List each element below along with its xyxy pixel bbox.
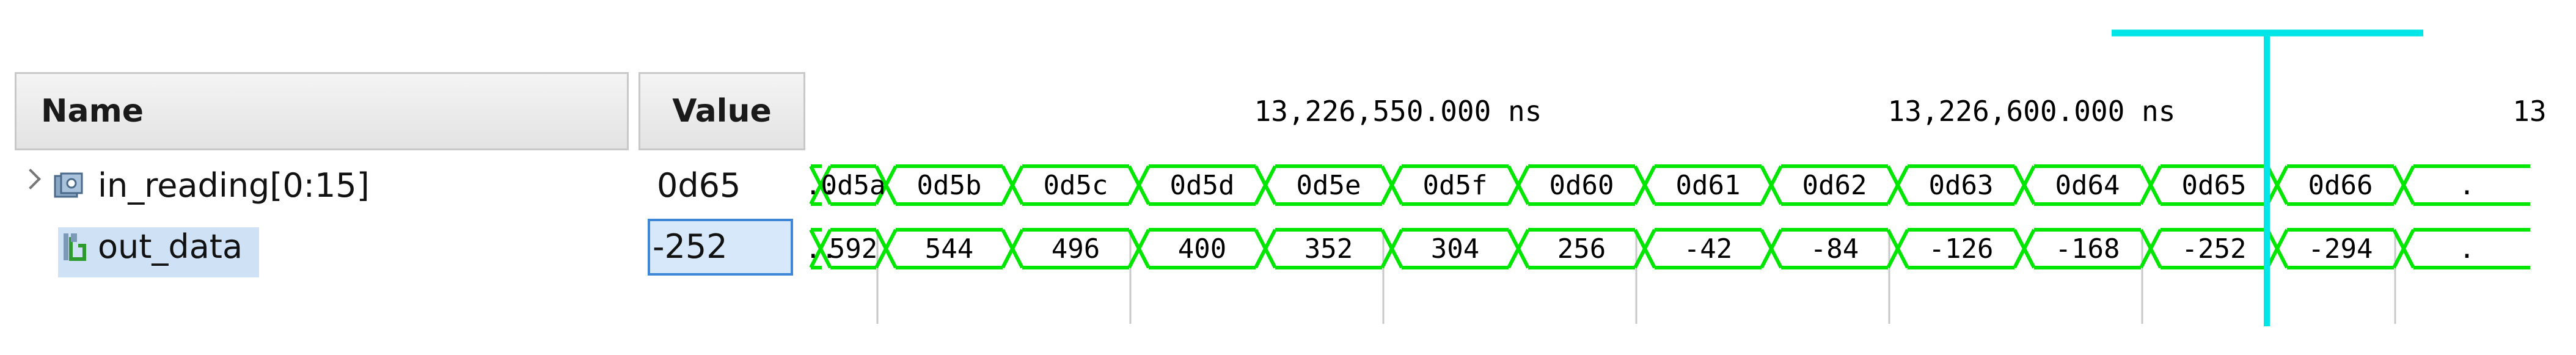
segment-value: 0d5a (821, 170, 886, 201)
segment-value: .. (805, 170, 838, 201)
segment-value: -252 (2182, 233, 2247, 265)
segment-value: -126 (1929, 233, 1994, 265)
bus-transition (1507, 165, 1530, 205)
signal-value-out-data[interactable]: -252 (653, 227, 728, 266)
segment-value: 0d63 (1929, 170, 1994, 201)
segment-value: 496 (1052, 233, 1100, 265)
bus-transition (1886, 229, 1909, 269)
segment-value: 0d60 (1550, 170, 1614, 201)
segment-value: 0d64 (2055, 170, 2120, 201)
time-label: 13,226,600.000 ns (1888, 95, 2176, 128)
segment-value: 544 (925, 233, 973, 265)
segment-value: 256 (1557, 233, 1606, 265)
time-label: 13 (2512, 95, 2546, 128)
bus-transition (809, 229, 832, 269)
bus-transition (1380, 165, 1403, 205)
bus-transition (2392, 229, 2415, 269)
signal-value-in-reading: 0d65 (657, 166, 741, 205)
bus-transition (1633, 229, 1656, 269)
bus-transition (1254, 229, 1277, 269)
bus-transition (1633, 165, 1656, 205)
bus-transition (1886, 165, 1909, 205)
bus-transition (2266, 165, 2289, 205)
segment-value: 0d62 (1802, 170, 1867, 201)
segment-value: . (2459, 170, 2475, 201)
segment-value: 0d5e (1297, 170, 1361, 201)
segment-value: . (2459, 233, 2475, 265)
bus-transition (1127, 229, 1151, 269)
segment-value: -42 (1684, 233, 1732, 265)
bus-transition (2139, 229, 2162, 269)
bus-transition (1001, 229, 1024, 269)
segment-value: 0d5b (917, 170, 982, 201)
segment-value: 0d5d (1170, 170, 1235, 201)
bus-transition (809, 165, 832, 205)
segment-value: 0d61 (1676, 170, 1741, 201)
bus-transition (1760, 165, 1783, 205)
bus-transition (2266, 229, 2289, 269)
signal-name-out-data[interactable]: out_data (98, 227, 243, 266)
segment-value: 400 (1178, 233, 1226, 265)
segment-value: -168 (2055, 233, 2120, 265)
bus-transition (1760, 229, 1783, 269)
segment-value: 0d5c (1044, 170, 1108, 201)
name-header-label: Name (41, 93, 144, 130)
bus-transition (874, 229, 898, 269)
segment-value: .. (805, 233, 838, 265)
bus-transition (2013, 165, 2036, 205)
selected-row-highlight (58, 227, 259, 277)
value-column-header[interactable]: Value (639, 72, 805, 150)
bus-transition (2013, 229, 2036, 269)
value-edit-box[interactable] (648, 219, 793, 276)
bus-transition (1001, 165, 1024, 205)
bus-transition (874, 165, 898, 205)
signal-name-in-reading[interactable]: in_reading[0:15] (98, 166, 370, 205)
bus-transition (1254, 165, 1277, 205)
segment-value: 352 (1304, 233, 1353, 265)
segment-value: 592 (829, 233, 877, 265)
segment-value: -84 (1810, 233, 1859, 265)
bus-transition (1380, 229, 1403, 269)
bus-transition (1127, 165, 1151, 205)
segment-value: 0d66 (2308, 170, 2373, 201)
bus-transition (1507, 229, 1530, 269)
name-column-header[interactable]: Name (15, 72, 629, 150)
bus-transition (2392, 165, 2415, 205)
bus-transition (2139, 165, 2162, 205)
value-header-label: Value (672, 93, 772, 130)
segment-value: 0d5f (1423, 170, 1488, 201)
segment-value: 304 (1431, 233, 1479, 265)
signal-icon (64, 233, 86, 261)
time-label: 13,226,550.000 ns (1254, 95, 1542, 128)
segment-value: -294 (2308, 233, 2373, 265)
bus-signal-icon (54, 172, 83, 198)
segment-value: 0d65 (2182, 170, 2247, 201)
